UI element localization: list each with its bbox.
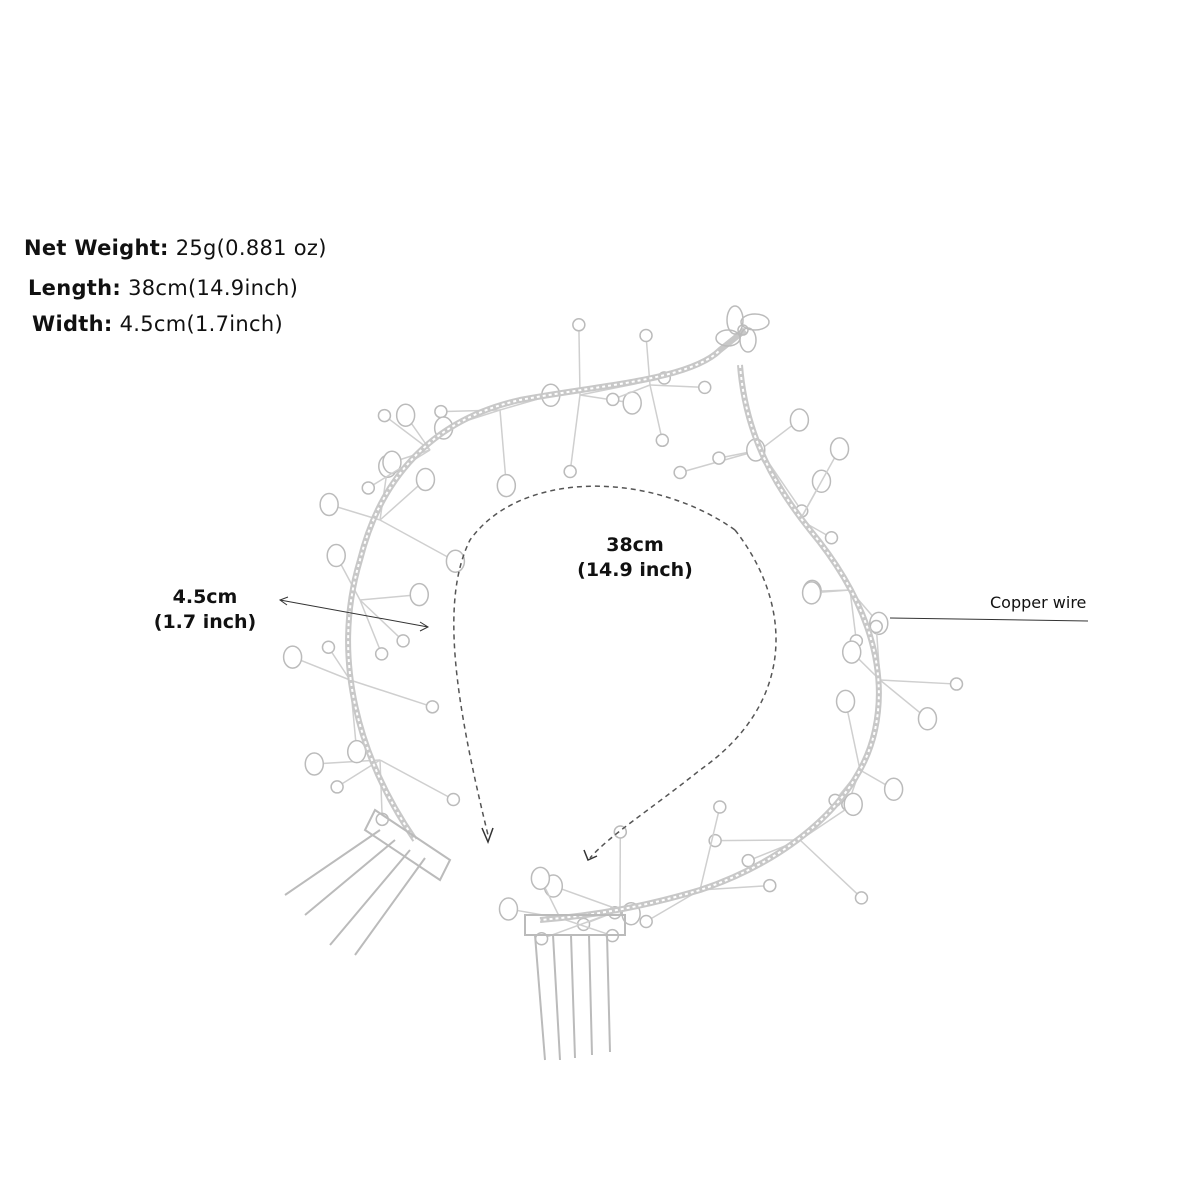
crystal-bead bbox=[639, 914, 653, 929]
pearl-bead bbox=[530, 866, 551, 891]
crystal-bead bbox=[673, 465, 687, 480]
pearl-bead bbox=[917, 707, 938, 731]
branch-wire bbox=[553, 885, 621, 911]
spec-label: Length: bbox=[28, 276, 122, 300]
crystal-bead bbox=[396, 634, 410, 648]
pearl-bead bbox=[496, 473, 517, 498]
branch-wire bbox=[499, 409, 508, 486]
pearl-bead bbox=[319, 492, 339, 517]
crystal-bead bbox=[712, 451, 726, 465]
length-inch: (14.9 inch) bbox=[577, 559, 693, 581]
left-comb bbox=[284, 808, 452, 956]
branch-wire bbox=[699, 806, 721, 891]
branch-wire bbox=[649, 384, 664, 441]
crystal-bead bbox=[425, 700, 440, 714]
crystal-bead bbox=[606, 392, 620, 407]
branch-wire bbox=[359, 599, 383, 655]
branch-wire bbox=[849, 589, 858, 641]
pearl-bead bbox=[282, 645, 303, 669]
flower-ornament bbox=[715, 305, 770, 353]
pearl-bead bbox=[445, 549, 466, 573]
crystal-bead bbox=[434, 404, 448, 419]
spec-value: 25g(0.881 oz) bbox=[175, 236, 327, 260]
width-arrow bbox=[278, 596, 430, 632]
branch-wire bbox=[379, 759, 454, 801]
width-cm: 4.5cm bbox=[172, 586, 238, 608]
branch-wire bbox=[359, 593, 420, 601]
branch-wire bbox=[844, 701, 861, 771]
pearl-bead bbox=[789, 408, 810, 432]
crystal-bead bbox=[361, 481, 376, 495]
crystal-bead bbox=[763, 878, 777, 893]
vine-branches bbox=[282, 318, 964, 946]
crystal-bead bbox=[374, 647, 389, 661]
crystal-bead bbox=[563, 464, 577, 479]
crystal-bead bbox=[949, 677, 964, 691]
branch-wire bbox=[379, 759, 383, 820]
pearl-bead bbox=[835, 689, 856, 714]
crystal-bead bbox=[321, 640, 336, 654]
pearl-bead bbox=[326, 543, 346, 568]
branch-wire bbox=[879, 679, 957, 685]
branch-wire bbox=[649, 384, 705, 389]
branch-wire bbox=[569, 394, 581, 472]
crystal-bead bbox=[854, 891, 869, 905]
crystal-bead bbox=[741, 853, 755, 868]
branch-wire bbox=[292, 656, 351, 681]
branch-wire bbox=[799, 839, 862, 899]
pearl-bead bbox=[409, 582, 430, 607]
branch-wire bbox=[715, 839, 801, 842]
branch-wire bbox=[379, 519, 456, 562]
branch-wire bbox=[699, 884, 770, 891]
length-dashed-arrow-right bbox=[589, 529, 777, 859]
crystal-bead bbox=[713, 800, 727, 814]
branch-wire bbox=[349, 679, 433, 708]
spec-width: Width: 4.5cm(1.7inch) bbox=[32, 312, 283, 336]
spec-length: Length: 38cm(14.9inch) bbox=[28, 276, 298, 300]
pearl-bead bbox=[843, 792, 863, 817]
pearl-bead bbox=[883, 777, 904, 802]
pearl-bead bbox=[415, 467, 436, 492]
crystal-bead bbox=[697, 380, 712, 395]
width-inch: (1.7 inch) bbox=[153, 611, 257, 633]
right-comb bbox=[524, 914, 626, 1061]
pearl-bead bbox=[498, 897, 519, 921]
pearl-bead bbox=[841, 640, 862, 664]
branch-wire bbox=[367, 449, 431, 489]
copper-wire-label: Copper wire bbox=[990, 593, 1087, 612]
crystal-bead bbox=[869, 619, 884, 634]
spec-label: Width: bbox=[32, 312, 113, 336]
crystal-bead bbox=[572, 318, 586, 332]
crystal-bead bbox=[655, 433, 670, 448]
crystal-bead bbox=[824, 531, 839, 545]
pearl-bead bbox=[622, 391, 642, 415]
crystal-bead bbox=[446, 792, 461, 807]
crystal-bead bbox=[377, 408, 392, 423]
branch-wire bbox=[559, 917, 613, 937]
spec-value: 4.5cm(1.7inch) bbox=[119, 312, 283, 336]
pearl-bead bbox=[304, 752, 325, 776]
spec-label: Net Weight: bbox=[24, 236, 169, 260]
pearl-bead bbox=[801, 581, 822, 605]
pearl-bead bbox=[829, 437, 850, 461]
copper-wire-pointer bbox=[889, 617, 1089, 622]
crystal-bead bbox=[639, 328, 653, 343]
length-label: 38cm (14.9 inch) bbox=[565, 533, 705, 583]
pearl-bead bbox=[395, 403, 416, 427]
crystal-bead bbox=[330, 780, 344, 794]
spec-value: 38cm(14.9inch) bbox=[128, 276, 299, 300]
branch-wire bbox=[578, 324, 581, 396]
width-label: 4.5cm (1.7 inch) bbox=[140, 585, 270, 635]
branch-wire bbox=[383, 414, 431, 451]
branch-wire bbox=[359, 599, 404, 642]
length-dashed-arrow-left bbox=[453, 485, 736, 836]
length-cm: 38cm bbox=[606, 534, 664, 556]
spec-net-weight: Net Weight: 25g(0.881 oz) bbox=[24, 236, 327, 260]
branch-wire bbox=[799, 448, 841, 521]
